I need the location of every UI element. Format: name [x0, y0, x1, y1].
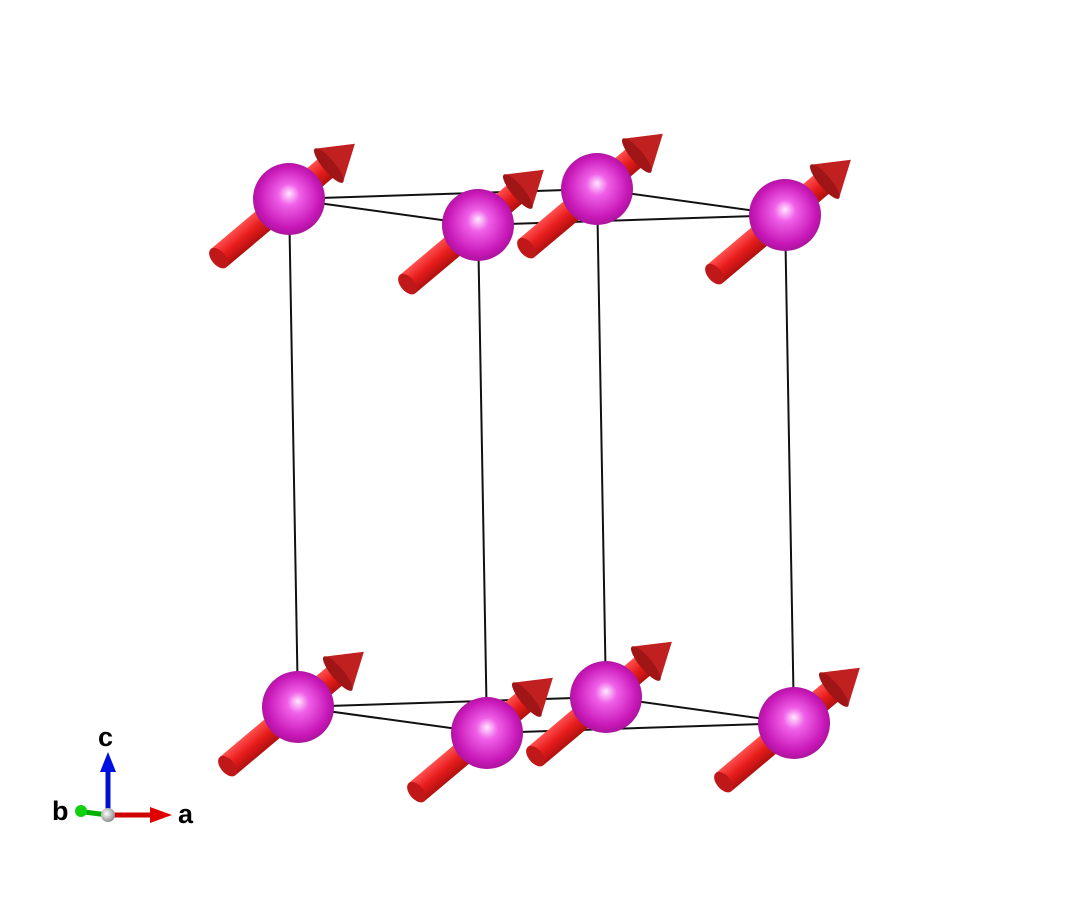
atom-with-spin	[218, 651, 364, 777]
atom	[442, 189, 514, 261]
atom-with-spin	[407, 677, 553, 803]
cell-edge	[477, 214, 786, 226]
spin-arrow-tail	[517, 237, 536, 259]
spin-arrow-head-base	[809, 164, 840, 199]
atom-with-spin	[714, 667, 860, 793]
atoms-with-spins	[209, 133, 860, 803]
unit-cell-edges	[288, 188, 795, 734]
cell-edge	[297, 696, 607, 708]
atom-with-spin	[526, 641, 672, 767]
atom	[253, 163, 325, 235]
spin-arrow-tail	[398, 273, 417, 295]
b-axis-label: b	[52, 796, 69, 826]
spin-arrow-head-base	[630, 646, 661, 681]
atom-with-spin	[209, 143, 355, 269]
axis-origin	[101, 808, 115, 822]
atom	[570, 661, 642, 733]
atom	[561, 153, 633, 225]
c-axis-label: c	[98, 722, 113, 752]
a-axis-label: a	[178, 799, 194, 829]
atom	[262, 671, 334, 743]
atom	[451, 697, 523, 769]
cell-edge	[486, 722, 795, 734]
cell-edge	[596, 188, 607, 698]
cell-edge	[784, 214, 795, 724]
spin-arrow-head-base	[322, 656, 353, 691]
atom-with-spin	[705, 159, 851, 285]
spin-arrow-tail	[705, 263, 724, 285]
spin-arrow-head-base	[511, 682, 542, 717]
c-axis-arrowhead	[100, 752, 116, 772]
spin-arrow-head-base	[818, 672, 849, 707]
spin-arrow-tail	[714, 771, 733, 793]
spin-arrow-head-base	[621, 138, 652, 173]
atom-with-spin	[398, 169, 544, 295]
spin-arrow-head-base	[502, 174, 533, 209]
b-axis-arrowhead	[75, 805, 87, 817]
spin-arrow-tail	[209, 247, 228, 269]
a-axis-arrowhead	[150, 807, 172, 823]
atom-with-spin	[517, 133, 663, 259]
spin-arrow-tail	[218, 755, 237, 777]
spin-arrow-head-base	[313, 148, 344, 183]
cell-edge	[288, 188, 598, 200]
spin-arrow-tail	[407, 781, 426, 803]
atom	[749, 179, 821, 251]
cell-edge	[288, 198, 299, 708]
cell-edge	[477, 224, 488, 734]
axis-indicator: c b a	[52, 722, 194, 829]
atom	[758, 687, 830, 759]
spin-arrow-tail	[526, 745, 545, 767]
